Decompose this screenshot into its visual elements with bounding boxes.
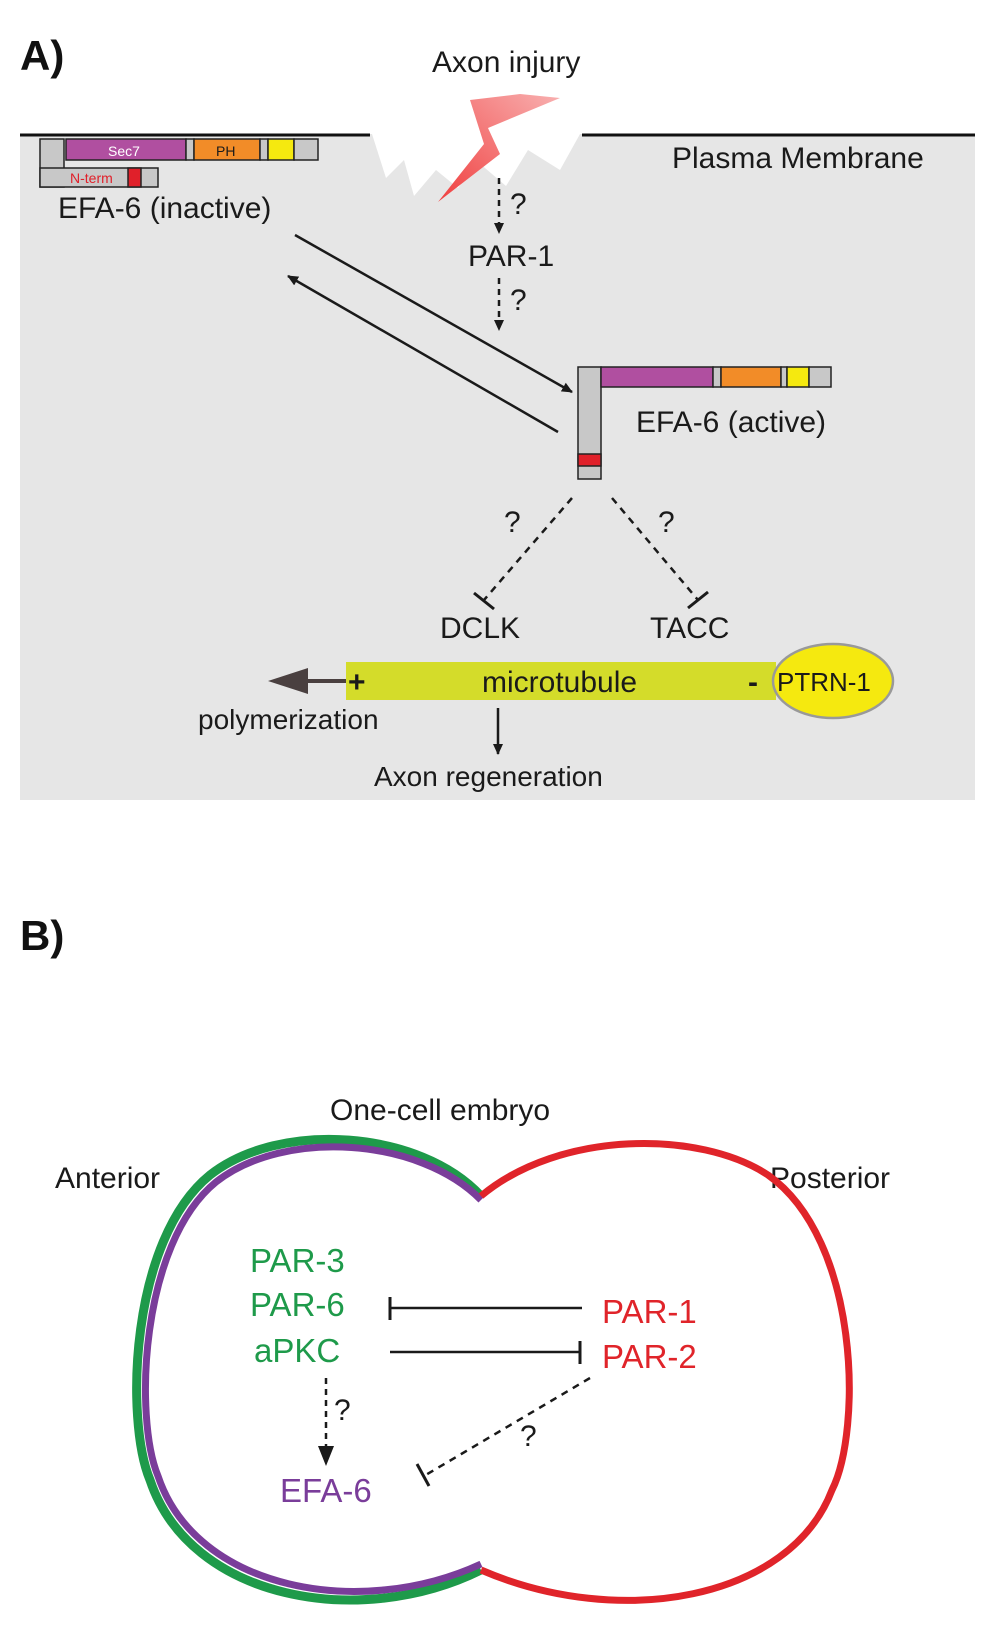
efa6-active-vertical — [577, 366, 602, 480]
embryo-title: One-cell embryo — [330, 1094, 550, 1127]
axon-injury-label: Axon injury — [432, 46, 580, 79]
tacc-label: TACC — [650, 612, 729, 645]
panel-b: B) One-cell embryo Anterior Posterior PA… — [20, 912, 890, 1605]
apkc-efa6-question: ? — [334, 1394, 351, 1427]
efa6-inactive-gap2 — [259, 138, 269, 161]
efa6-active-protein — [577, 366, 832, 480]
injury-notch — [372, 134, 580, 196]
axon-regeneration-label: Axon regeneration — [374, 761, 603, 792]
efa6-inactive-nterm-red — [127, 167, 142, 188]
polymerization-arrowhead — [268, 668, 308, 694]
embryo-anterior-green — [132, 1134, 485, 1605]
ptrn1-label: PTRN-1 — [777, 667, 871, 697]
anterior-protein-par3: PAR-3 — [250, 1242, 345, 1279]
dclk-inhibition-bar — [473, 591, 495, 611]
dclk-label: DCLK — [440, 612, 520, 645]
par2-inhibits-efa6-bar — [415, 1463, 431, 1487]
par2-inhibits-efa6 — [423, 1376, 591, 1478]
efa6-label: EFA-6 — [280, 1472, 372, 1509]
microtubule-label: microtubule — [482, 666, 637, 699]
posterior-protein-par2: PAR-2 — [602, 1338, 697, 1375]
plasma-membrane-label: Plasma Membrane — [672, 142, 924, 175]
efa6-active-nterm-red — [577, 453, 602, 467]
microtubule-minus-end: - — [748, 666, 758, 699]
efa6-inactive-yellow — [267, 138, 295, 161]
efa6-active-gap1 — [712, 366, 722, 388]
par1-efa6-question: ? — [510, 284, 527, 317]
tacc-question: ? — [658, 506, 675, 539]
dclk-question: ? — [504, 506, 521, 539]
par2-efa6-question: ? — [520, 1420, 537, 1453]
lightning-bolt-icon — [438, 94, 560, 202]
injury-par1-question: ? — [510, 188, 527, 221]
microtubule-plus-end: + — [348, 666, 366, 699]
sec7-label: Sec7 — [108, 143, 140, 159]
tacc-inhibition-bar — [687, 590, 709, 610]
efa6-inactive-gap1 — [185, 138, 195, 161]
microtubule-bar — [346, 662, 776, 700]
anterior-protein-par6: PAR-6 — [250, 1286, 345, 1323]
anterior-protein-apkc: aPKC — [254, 1332, 340, 1369]
par1-label: PAR-1 — [468, 240, 554, 273]
efa6-to-tacc-inhibition — [611, 497, 699, 601]
posterior-protein-par1: PAR-1 — [602, 1293, 697, 1330]
ptrn1-ellipse — [771, 642, 895, 720]
efa6-active-tail — [808, 366, 832, 388]
efa6-active-ph — [720, 366, 782, 388]
ph-label: PH — [216, 143, 235, 159]
embryo-posterior-red — [478, 1140, 853, 1604]
efa6-inactive-tail — [293, 138, 319, 161]
nterm-label: N-term — [70, 170, 113, 186]
panel-a: A) Axon injury Plasma Membrane Sec7 PH N… — [20, 32, 975, 800]
panel-a-letter: A) — [20, 32, 64, 79]
embryo-anterior-purple — [141, 1143, 484, 1595]
polymerization-label: polymerization — [198, 704, 379, 735]
inactivation-arrow — [287, 274, 559, 434]
apkc-to-efa6-arrowhead — [318, 1446, 334, 1466]
efa6-active-label: EFA-6 (active) — [636, 406, 826, 439]
activation-arrow — [294, 233, 573, 394]
panel-b-letter: B) — [20, 912, 64, 959]
efa6-inactive-protein: Sec7 PH N-term — [39, 138, 319, 188]
efa6-active-sec7 — [600, 366, 714, 388]
efa6-inactive-label: EFA-6 (inactive) — [58, 192, 271, 225]
efa6-to-dclk-inhibition — [483, 497, 573, 601]
anterior-label: Anterior — [55, 1162, 160, 1195]
efa6-active-yellow — [786, 366, 810, 388]
efa6-active-gap2 — [780, 366, 788, 388]
